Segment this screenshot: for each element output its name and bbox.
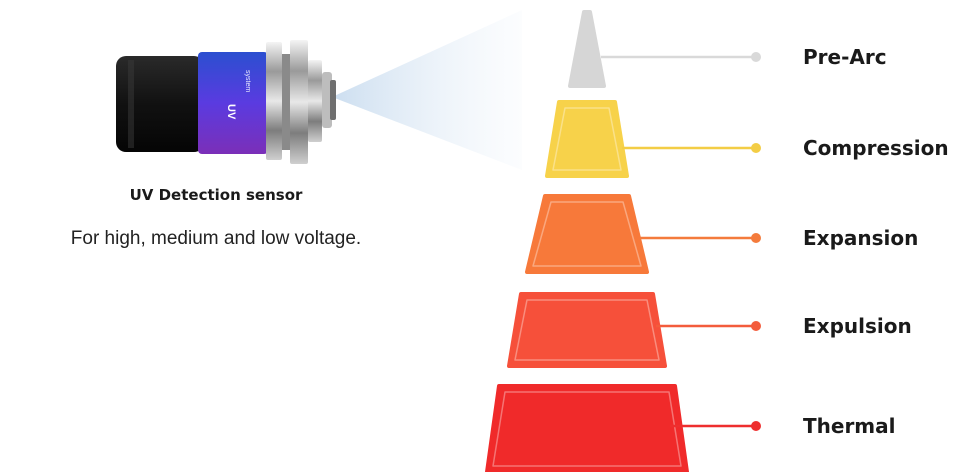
stage-highlight-thermal bbox=[492, 391, 682, 467]
stage-dot-pre-arc bbox=[751, 52, 761, 62]
stage-shape-expansion bbox=[525, 194, 649, 274]
sensor-brand-text: system bbox=[244, 70, 251, 92]
stage-highlight-expulsion bbox=[514, 299, 660, 361]
stage-dot-expulsion bbox=[751, 321, 761, 331]
stage-dot-thermal bbox=[751, 421, 761, 431]
sensor-body-text: UV bbox=[225, 104, 237, 120]
stage-label-expulsion: Expulsion bbox=[803, 314, 912, 338]
stage-highlight-expansion bbox=[532, 201, 642, 267]
uv-sensor-image: UV system bbox=[116, 40, 336, 164]
stage-shape-pre-arc bbox=[568, 10, 606, 88]
sensor-title: UV Detection sensor bbox=[129, 186, 303, 204]
stage-label-thermal: Thermal bbox=[803, 414, 896, 438]
uv-beam bbox=[332, 10, 522, 170]
stage-shape-thermal bbox=[485, 384, 689, 472]
stage-shape-expulsion bbox=[507, 292, 667, 368]
stage-label-pre-arc: Pre-Arc bbox=[803, 45, 887, 69]
stage-shape-compression bbox=[545, 100, 629, 178]
stage-label-compression: Compression bbox=[803, 136, 949, 160]
stage-dot-expansion bbox=[751, 233, 761, 243]
stage-label-expansion: Expansion bbox=[803, 226, 919, 250]
stage-highlight-compression bbox=[552, 107, 622, 171]
stage-dot-compression bbox=[751, 143, 761, 153]
sensor-subtitle: For high, medium and low voltage. bbox=[70, 228, 362, 249]
